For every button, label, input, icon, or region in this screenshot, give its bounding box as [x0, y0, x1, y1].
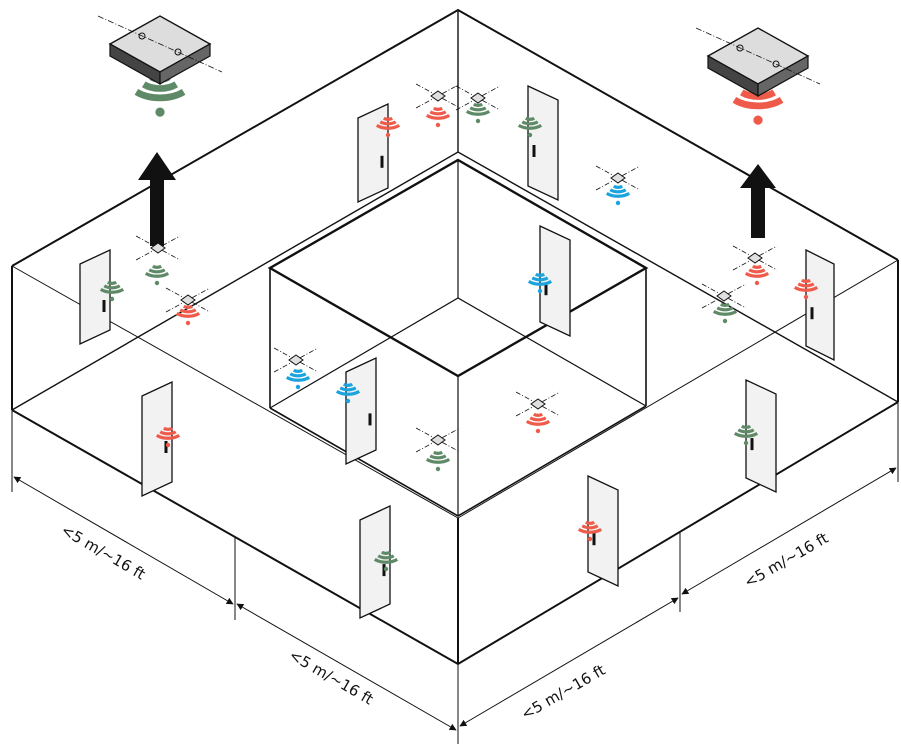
wifi-signal-icon — [425, 450, 451, 472]
door-handle-icon — [102, 300, 106, 312]
dimension-label-3: <5 m/~16 ft — [518, 661, 608, 724]
door-handle-icon — [810, 307, 814, 320]
door — [359, 504, 391, 620]
wifi-signal-icon — [527, 272, 553, 294]
outer-floor-back — [11, 151, 899, 411]
wifi-signal-icon — [285, 368, 311, 390]
wifi-signal-icon — [712, 302, 738, 324]
courtyard-floor-back — [269, 297, 647, 409]
ceiling-sensor — [273, 347, 319, 373]
door — [805, 248, 835, 362]
wifi-signal-icon — [525, 412, 551, 434]
doors — [79, 84, 835, 620]
up-arrows — [138, 152, 776, 246]
wireless-gateway-device — [695, 27, 821, 98]
wifi-signal-icon — [517, 116, 543, 138]
wifi-signal-icon — [733, 424, 759, 446]
wifi-signal-icon — [375, 116, 401, 138]
door — [527, 84, 559, 202]
door-handle-icon — [544, 283, 548, 296]
ceiling-sensors — [135, 83, 778, 453]
wireless-gateway-device — [97, 15, 223, 86]
door-handle-icon — [380, 155, 384, 168]
wifi-signal-icon — [155, 426, 181, 448]
dimension-lines — [11, 402, 899, 744]
door — [745, 378, 777, 494]
inner-top-left — [11, 265, 459, 519]
door-handle-icon — [750, 438, 754, 451]
dimension-arrow-2 — [236, 603, 457, 731]
door-handle-icon — [592, 533, 596, 546]
dimension-arrow-1 — [13, 476, 234, 605]
wifi-signal-icon — [425, 106, 451, 128]
ceiling-sensor — [415, 83, 461, 109]
ceiling-sensor — [732, 245, 778, 271]
dimension-label-4: <5 m/~16 ft — [741, 529, 831, 592]
wifi-signal-icon — [605, 184, 631, 206]
dimension-label-2: <5 m/~16 ft — [286, 646, 376, 709]
dimension-arrow-4 — [681, 467, 897, 595]
door-handle-icon — [532, 145, 536, 157]
ceiling-sensor — [595, 165, 641, 191]
door — [141, 380, 173, 498]
door-handle-icon — [382, 564, 386, 577]
gateway-devices — [97, 15, 821, 98]
courtyard-box — [267, 158, 649, 517]
door — [587, 474, 619, 588]
dimension-arrow-3 — [459, 597, 679, 727]
ceiling-sensor — [415, 427, 461, 453]
wifi-signal-icon — [793, 278, 819, 300]
wifi-signals — [99, 73, 819, 572]
up-arrow-icon — [740, 164, 776, 238]
courtyard-floor-front — [269, 405, 647, 517]
ceiling-sensor — [455, 85, 501, 111]
wifi-signal-icon — [144, 264, 170, 286]
dimension-labels: <5 m/~16 ft <5 m/~16 ft <5 m/~16 ft <5 m… — [58, 521, 831, 724]
ceiling-sensor — [701, 283, 747, 309]
door — [345, 356, 377, 466]
wifi-signal-icon — [744, 264, 770, 286]
ceiling-sensor — [165, 287, 211, 313]
wifi-signal-icon — [577, 520, 603, 542]
dimension-label-1: <5 m/~16 ft — [58, 521, 148, 584]
wifi-signal-icon — [99, 280, 125, 302]
door-handle-icon — [368, 413, 372, 426]
up-arrow-icon — [138, 152, 176, 246]
door — [357, 102, 389, 204]
ceiling-sensor — [515, 391, 561, 417]
wifi-signal-icon — [335, 382, 361, 404]
door-handle-icon — [164, 441, 168, 453]
door — [539, 224, 571, 338]
wifi-signal-icon — [175, 304, 201, 326]
wifi-signal-icon — [373, 550, 399, 572]
ceiling-sensor — [135, 235, 181, 261]
door — [79, 248, 111, 346]
wifi-signal-icon — [465, 102, 491, 124]
